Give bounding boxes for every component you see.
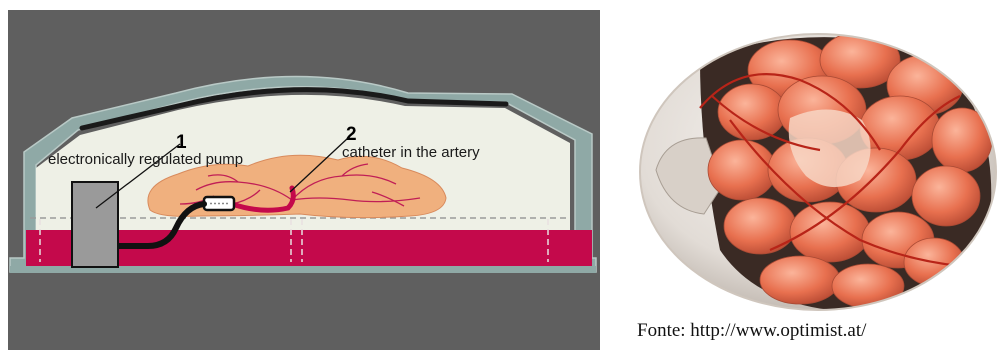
pump-label: electronically regulated pump xyxy=(48,151,243,168)
pump xyxy=(72,182,118,267)
organ-photo: Fonte: http://www.optimist.at/ xyxy=(637,32,996,341)
photo-caption: Fonte: http://www.optimist.at/ xyxy=(637,320,867,341)
marker-2: 2 xyxy=(346,124,357,145)
catheter-label: catheter in the artery xyxy=(342,144,480,161)
perfusion-diagram: electronically regulated pump catheter i… xyxy=(8,10,600,350)
marker-1: 1 xyxy=(176,132,187,153)
